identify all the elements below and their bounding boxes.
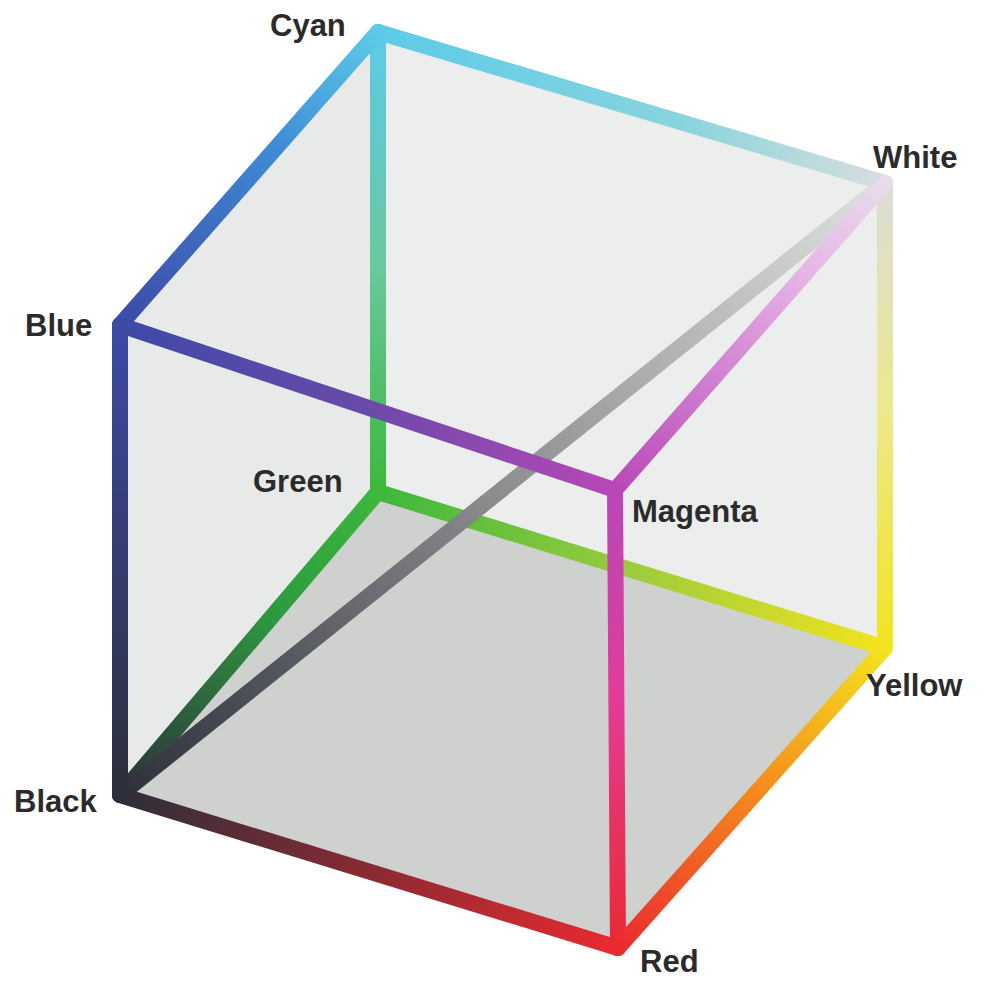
vertex-label: Green — [253, 464, 343, 500]
vertex-label: Yellow — [866, 668, 962, 704]
vertex-label: Blue — [25, 308, 92, 344]
vertex-label: Black — [14, 784, 97, 820]
vertex-label: Magenta — [632, 494, 758, 530]
vertex-label: Cyan — [270, 8, 346, 44]
vertex-label: Red — [640, 944, 699, 980]
vertex-label: White — [873, 140, 957, 176]
